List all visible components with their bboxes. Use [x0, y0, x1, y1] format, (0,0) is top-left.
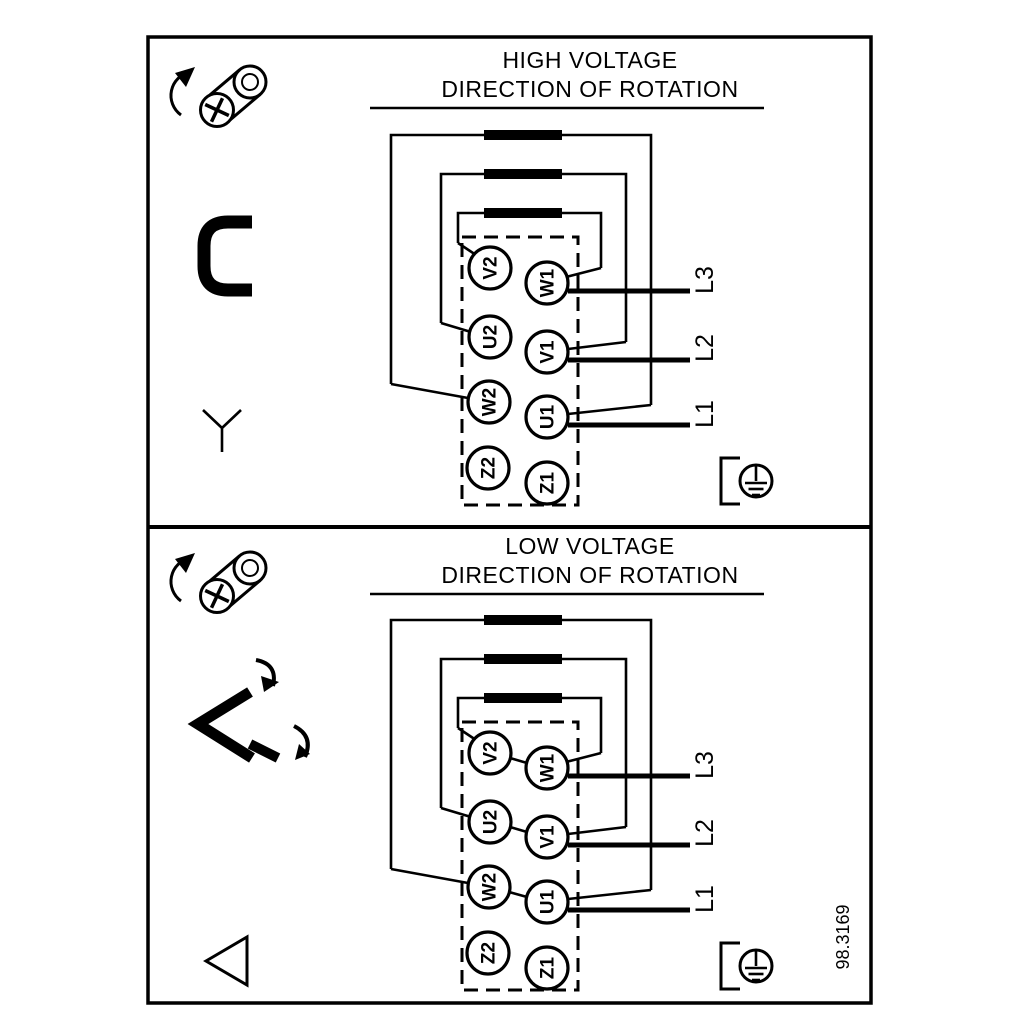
- terminal-w1: W1: [524, 260, 570, 306]
- screw-rotation-icon: [169, 64, 268, 129]
- terminal-label: Z2: [479, 457, 500, 479]
- jumper-bar: [484, 130, 562, 140]
- terminal-w2: W2: [466, 379, 512, 425]
- terminal-z1: Z1: [524, 945, 570, 991]
- terminal-label: U2: [481, 810, 502, 834]
- terminal-label: W2: [480, 388, 501, 417]
- terminal-label: Z1: [538, 471, 559, 494]
- terminal-label: V1: [538, 340, 559, 364]
- panel-subtitle: DIRECTION OF ROTATION: [441, 76, 738, 102]
- terminal-v2: V2: [467, 730, 513, 776]
- panel-title: LOW VOLTAGE: [505, 533, 675, 559]
- outer-frame: [146, 35, 873, 1005]
- terminal-label: Z2: [479, 942, 500, 964]
- terminal-label: W1: [538, 268, 559, 297]
- delta-link: [508, 890, 528, 899]
- terminal-label: Z1: [538, 956, 559, 979]
- terminal-u1: U1: [524, 879, 570, 925]
- terminal-v1: V1: [524, 329, 570, 375]
- screw-rotation-icon: [169, 550, 268, 615]
- jumper-bar: [484, 208, 562, 218]
- delta-jumper-arrangement-icon: [187, 658, 310, 763]
- panel-high-voltage: HIGH VOLTAGE DIRECTION OF ROTATION: [169, 47, 774, 507]
- terminal-u2: U2: [467, 314, 513, 360]
- supply-label-l2: L2: [691, 334, 719, 362]
- terminal-label: U1: [538, 404, 559, 429]
- terminal-z2: Z2: [465, 445, 511, 491]
- panel-subtitle: DIRECTION OF ROTATION: [441, 562, 738, 588]
- terminal-label: W2: [480, 873, 501, 902]
- terminal-w2: W2: [466, 864, 512, 910]
- delta-link: [509, 825, 528, 834]
- terminal-label: V2: [481, 741, 502, 764]
- star-symbol-icon: [202, 409, 242, 452]
- terminal-label: W1: [538, 753, 559, 782]
- panel-low-voltage: LOW VOLTAGE DIRECTION OF ROTATION: [169, 533, 853, 992]
- terminal-v2: V2: [467, 245, 513, 291]
- terminal-label: U1: [538, 889, 559, 914]
- supply-label-l2: L2: [691, 819, 719, 847]
- jumper-bar: [484, 169, 562, 179]
- drawing-number: 98.3169: [833, 904, 853, 969]
- terminal-box: [460, 235, 580, 507]
- terminal-label: U2: [481, 325, 502, 349]
- delta-link: [509, 756, 528, 765]
- jumper-strip-icon: [197, 215, 252, 297]
- earth-terminal-icon: [719, 941, 774, 991]
- earth-terminal-icon: [719, 456, 774, 506]
- supply-label-l1: L1: [691, 885, 719, 913]
- terminal-u2: U2: [467, 799, 513, 845]
- jumper-bar: [484, 615, 562, 625]
- terminal-box: [460, 720, 580, 992]
- panel-title: HIGH VOLTAGE: [502, 47, 677, 73]
- terminal-z1: Z1: [524, 460, 570, 506]
- terminal-w1: W1: [524, 745, 570, 791]
- supply-label-l3: L3: [691, 266, 719, 294]
- terminal-label: V2: [481, 256, 502, 279]
- supply-label-l3: L3: [691, 751, 719, 779]
- jumper-bar: [484, 693, 562, 703]
- jumper-bar: [484, 654, 562, 664]
- terminal-label: V1: [538, 825, 559, 849]
- terminal-z2: Z2: [465, 930, 511, 976]
- terminal-u1: U1: [524, 394, 570, 440]
- terminal-v1: V1: [524, 814, 570, 860]
- delta-symbol-icon: [203, 934, 249, 988]
- supply-label-l1: L1: [691, 400, 719, 428]
